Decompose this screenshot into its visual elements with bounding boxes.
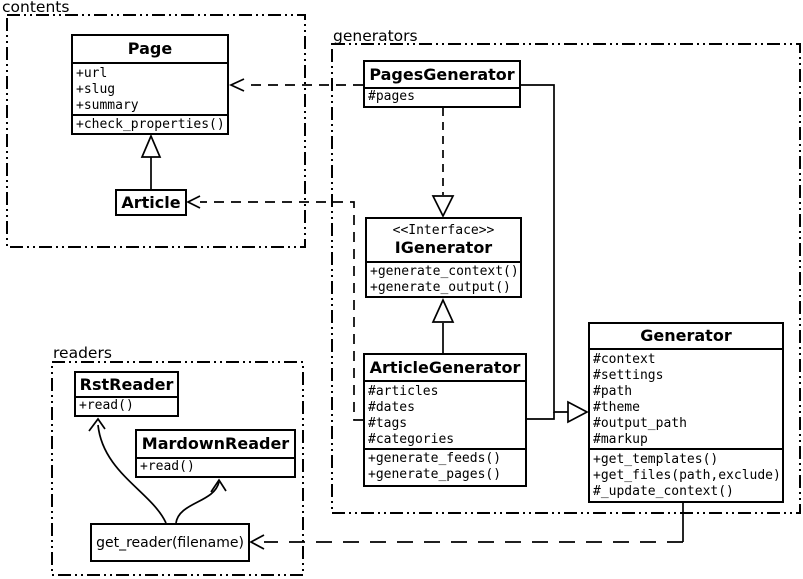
class-method: +generate_pages() — [368, 467, 502, 482]
class-title: Page — [127, 39, 173, 58]
get-reader-box: get_reader(filename) — [90, 523, 250, 562]
class-title: <<Interface>> IGenerator — [367, 219, 520, 261]
class-attribute: #settings — [593, 368, 664, 383]
class-box-rstreader: RstReader +read() — [74, 371, 179, 417]
class-attribute: #theme — [593, 400, 640, 415]
methods-compartment: +check_properties() — [73, 114, 227, 135]
class-attribute: +summary — [76, 98, 139, 113]
class-attribute: #path — [593, 384, 633, 399]
methods-compartment: +generate_feeds() +generate_pages() — [365, 448, 525, 483]
class-title: Generator — [640, 326, 732, 345]
class-box-generator: Generator #context #settings #path #them… — [588, 322, 784, 503]
contents-package-label: contents — [2, 0, 70, 16]
class-title: Article — [121, 192, 181, 212]
realization-arrow-pagesgenerator-to-igenerator — [431, 108, 455, 218]
dependency-arrow-generator-to-getreader — [249, 503, 684, 550]
attributes-compartment: #context #settings #path #theme #output_… — [590, 348, 782, 448]
class-attribute: #articles — [368, 384, 439, 399]
class-box-pagesgenerator: PagesGenerator #pages — [363, 60, 521, 108]
generators-package-label: generators — [333, 27, 418, 45]
class-attribute: +url — [76, 66, 108, 81]
class-method: +generate_context() — [370, 264, 519, 279]
class-box-article: Article — [115, 189, 187, 216]
class-method: +get_files(path,exclude) — [593, 468, 781, 483]
class-attribute: #context — [593, 352, 656, 367]
inheritance-arrow-generators-to-generator — [521, 84, 589, 424]
methods-compartment: +read() — [76, 396, 177, 415]
dependency-arrow-pagesgenerator-to-page — [228, 78, 363, 92]
class-box-page: Page +url +slug +summary +check_properti… — [71, 34, 229, 135]
class-title-text: IGenerator — [394, 237, 493, 257]
class-method: +read() — [79, 398, 134, 413]
get-reader-label: get_reader(filename) — [96, 534, 244, 551]
methods-compartment: +read() — [137, 457, 294, 476]
methods-compartment: +get_templates() +get_files(path,exclude… — [590, 448, 782, 501]
class-method: +read() — [140, 459, 195, 474]
class-title: ArticleGenerator — [369, 357, 521, 377]
class-attribute: #tags — [368, 416, 408, 431]
class-title: RstReader — [79, 374, 174, 394]
class-box-mardownreader: MardownReader +read() — [135, 429, 296, 478]
readers-package-label: readers — [53, 344, 112, 362]
class-box-igenerator: <<Interface>> IGenerator +generate_conte… — [365, 217, 522, 298]
class-method: +generate_output() — [370, 280, 511, 295]
class-method: +check_properties() — [76, 117, 225, 132]
methods-compartment: +generate_context() +generate_output() — [367, 261, 520, 296]
class-attribute: +slug — [76, 82, 116, 97]
arrow-getreader-to-mardownreader — [175, 478, 227, 524]
class-attribute: #output_path — [593, 416, 687, 431]
class-attribute: #markup — [593, 432, 648, 447]
class-attribute: #dates — [368, 400, 415, 415]
class-attribute: #categories — [368, 432, 455, 447]
dependency-arrow-articlegenerator-to-article — [186, 195, 363, 421]
class-method: +get_templates() — [593, 452, 719, 467]
class-method: +generate_feeds() — [368, 451, 502, 466]
class-title: MardownReader — [141, 434, 290, 453]
interface-stereotype: <<Interface>> — [392, 222, 495, 238]
class-title: PagesGenerator — [369, 64, 515, 84]
inheritance-arrow-articlegenerator-to-igenerator — [431, 297, 455, 353]
inheritance-arrow-article-to-page — [140, 133, 162, 189]
class-box-articlegenerator: ArticleGenerator #articles #dates #tags … — [363, 353, 527, 487]
attributes-compartment: +url +slug +summary — [73, 62, 227, 114]
attributes-compartment: #pages — [365, 87, 519, 106]
attributes-compartment: #articles #dates #tags #categories — [365, 380, 525, 448]
class-method: #_update_context() — [593, 484, 734, 499]
class-attribute: #pages — [368, 89, 415, 104]
